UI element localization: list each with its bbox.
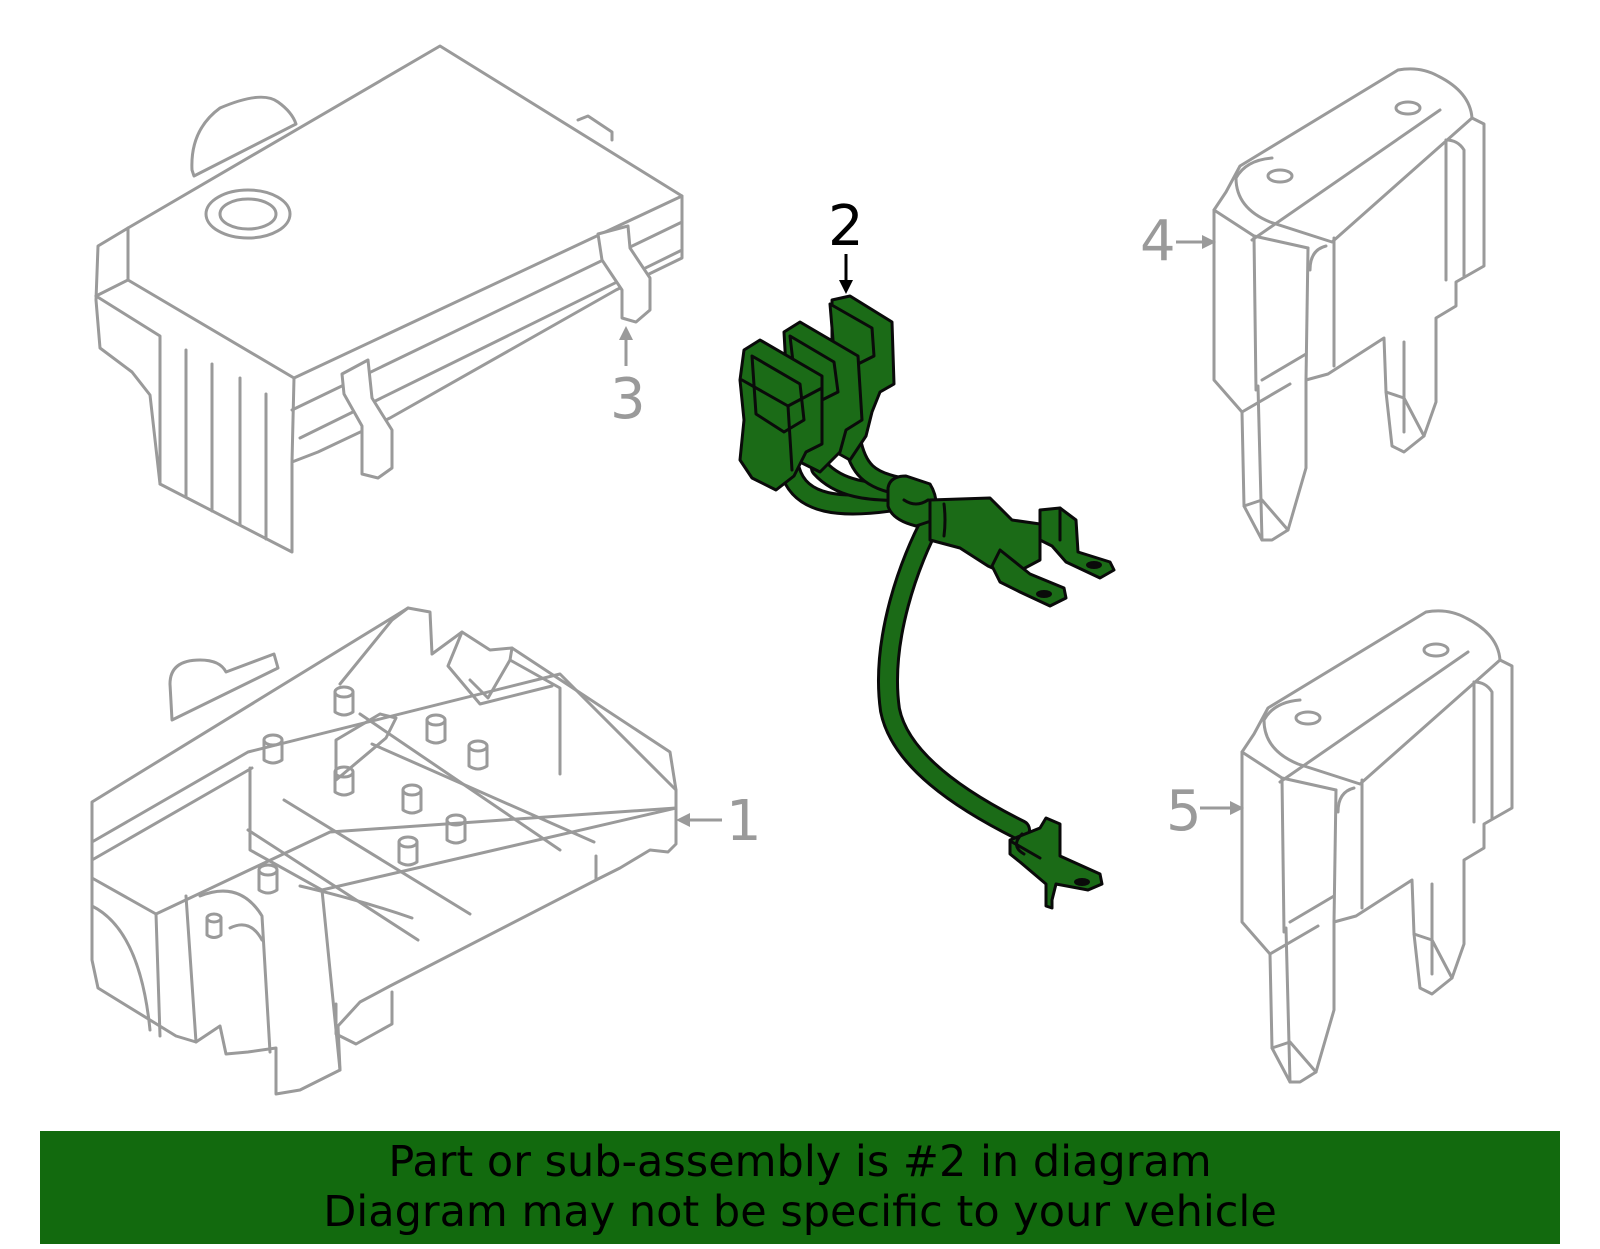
part-2-cable-harness [738,294,1116,910]
callout-4: 4 [1140,209,1176,274]
callout-5: 5 [1166,779,1202,844]
callout-arrows [619,235,1244,827]
banner-line-1: Part or sub-assembly is #2 in diagram [388,1137,1212,1187]
part-3-fuse-box-cover [94,44,684,554]
banner-line-2: Diagram may not be specific to your vehi… [323,1187,1277,1237]
part-5-mini-fuse [1240,609,1514,1084]
info-banner: Part or sub-assembly is #2 in diagram Di… [40,1131,1560,1244]
callout-3: 3 [610,367,646,432]
callout-1: 1 [726,789,762,854]
part-4-mini-fuse [1212,67,1486,542]
part-1-fuse-box-base [90,606,678,1096]
callout-2: 2 [828,194,864,259]
